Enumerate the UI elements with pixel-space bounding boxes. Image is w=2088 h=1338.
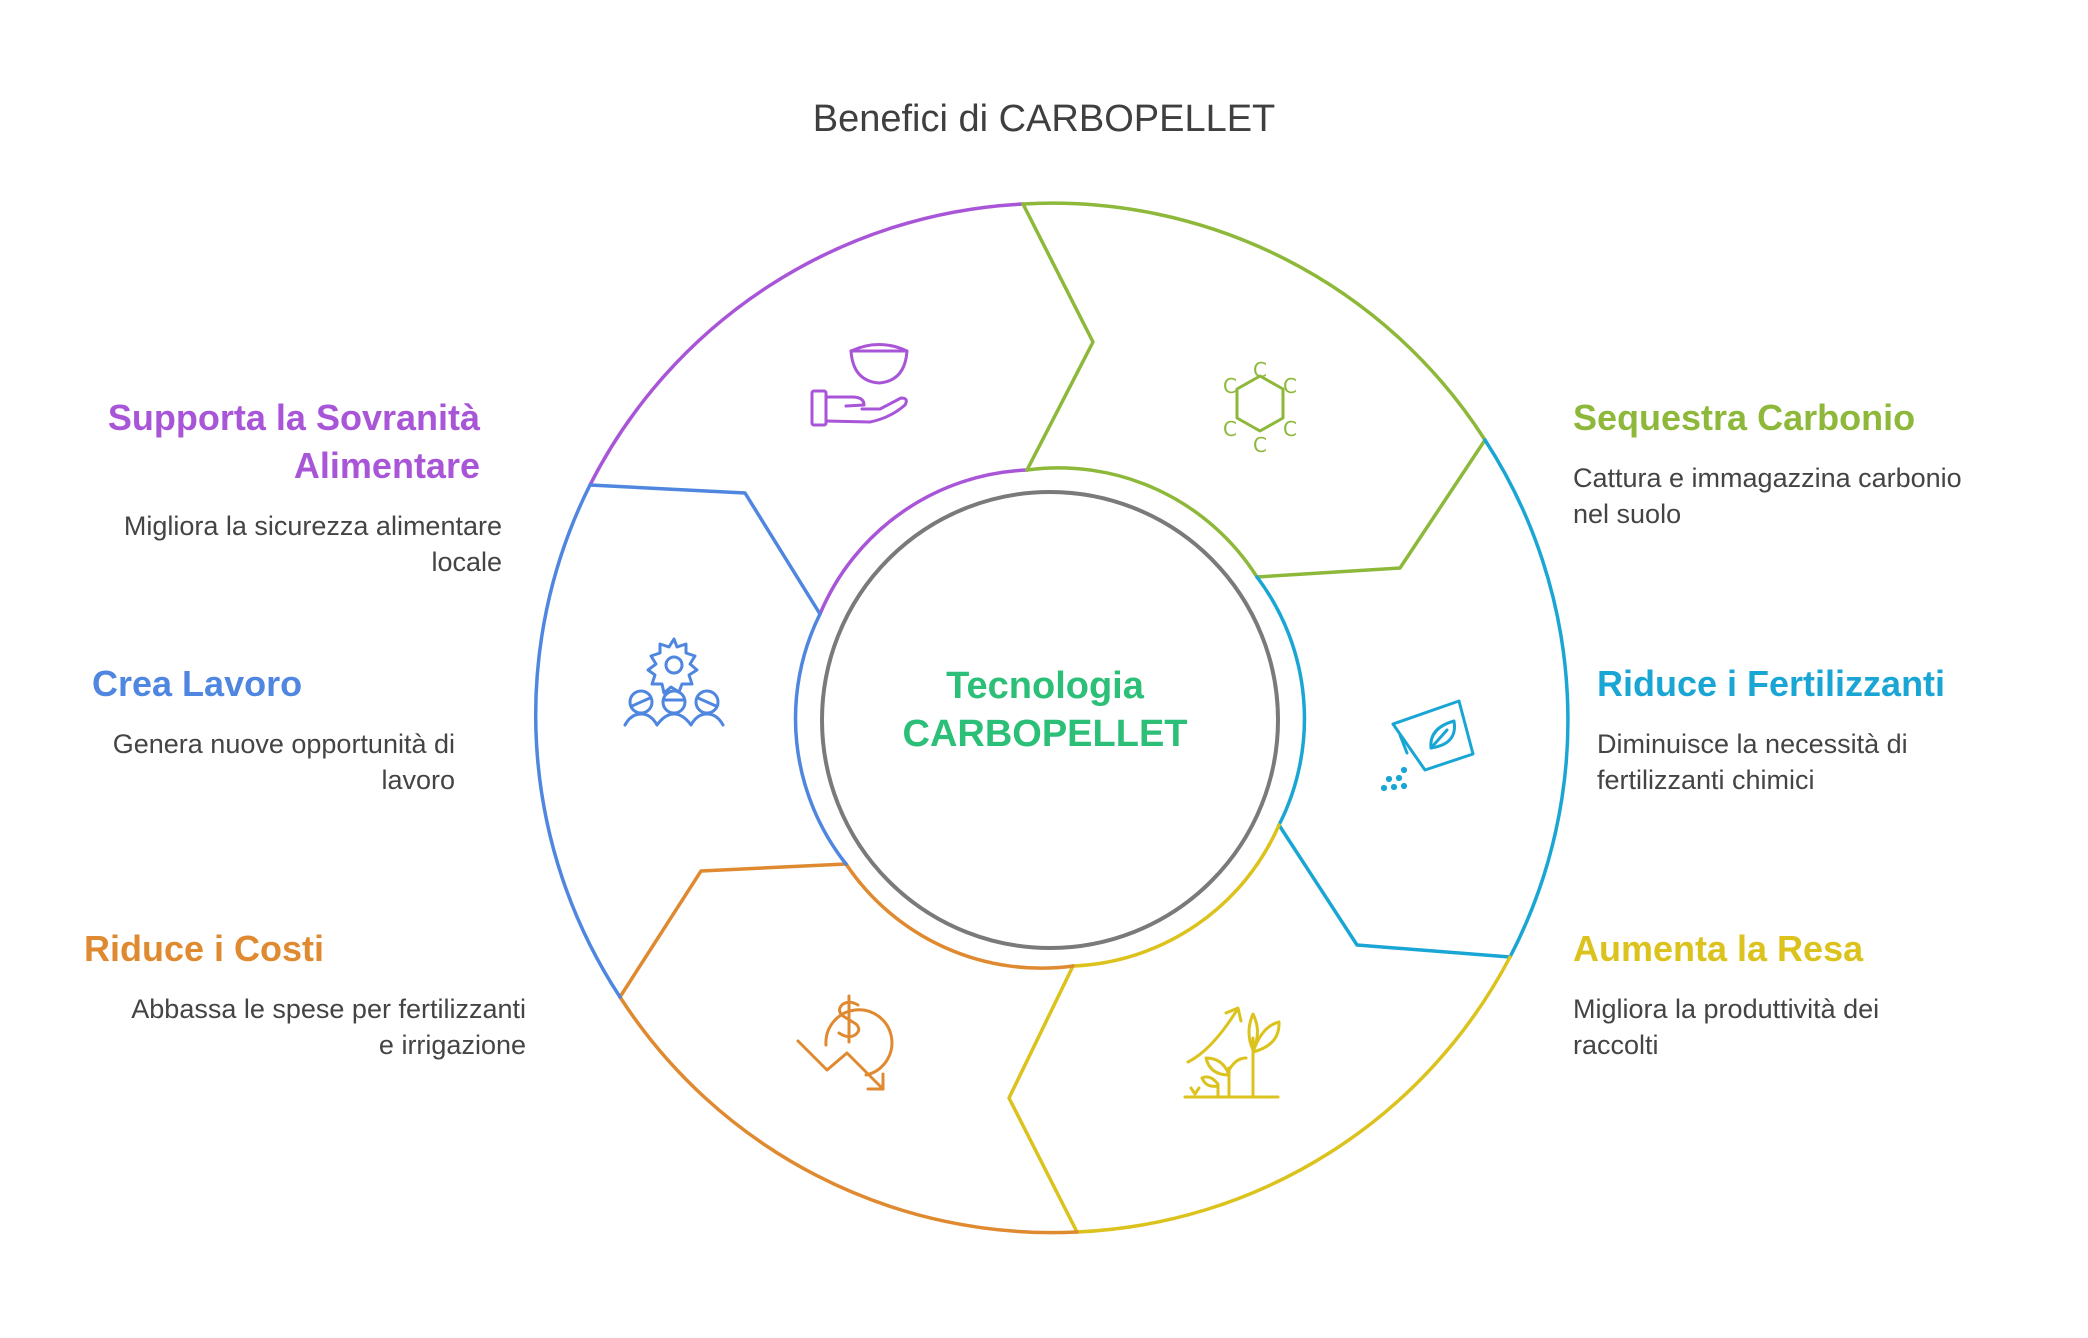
label-fertilizzanti-title: Riduce i Fertilizzanti	[1597, 663, 1946, 704]
segment-sovranita	[588, 202, 1029, 616]
label-carbonio-desc: Cattura e immagazzina carbonio nel suolo	[1573, 463, 1962, 529]
center-label: Tecnologia CARBOPELLET	[830, 662, 1260, 758]
svg-text:C: C	[1253, 433, 1267, 457]
segment-costi	[618, 862, 1079, 1235]
hand-holding-bowl-icon	[810, 343, 909, 427]
svg-text:C: C	[1223, 374, 1237, 398]
label-fertilizzanti-desc: Diminuisce la necessità di fertilizzanti…	[1597, 729, 1908, 795]
label-carbonio: Sequestra Carbonio Cattura e immagazzina…	[1573, 394, 2053, 532]
label-resa: Aumenta la Resa Migliora la produttività…	[1573, 925, 2043, 1063]
svg-text:C: C	[1253, 358, 1267, 382]
center-line1: Tecnologia	[946, 665, 1144, 707]
segment-carbonio	[1021, 201, 1487, 579]
segment-resa	[1007, 823, 1512, 1234]
label-fertilizzanti: Riduce i Fertilizzanti Diminuisce la nec…	[1597, 660, 2067, 798]
carbon-ring-icon: C C C C C C	[1223, 358, 1297, 457]
center-line2: CARBOPELLET	[902, 713, 1188, 755]
label-resa-title: Aumenta la Resa	[1573, 928, 1864, 969]
growing-plants-icon	[1183, 1006, 1281, 1099]
label-resa-desc: Migliora la produttività dei raccolti	[1573, 994, 1880, 1060]
segment-lavoro	[533, 483, 848, 999]
label-costi-desc: Abbassa le spese per fertilizzanti e irr…	[131, 994, 526, 1060]
fertilizer-bag-icon	[1380, 699, 1475, 792]
label-costi-title: Riduce i Costi	[84, 928, 325, 969]
segment-fertilizzanti	[1255, 438, 1570, 959]
svg-text:C: C	[1283, 374, 1297, 398]
svg-text:C: C	[1223, 417, 1237, 441]
diagram-title: Benefici di CARBOPELLET	[812, 98, 1276, 140]
label-sovranita: Supporta la Sovranità Alimentare Miglior…	[60, 394, 502, 580]
label-sovranita-title: Supporta la Sovranità Alimentare	[107, 397, 480, 486]
label-sovranita-desc: Migliora la sicurezza alimentare locale	[123, 511, 502, 577]
hub-ring	[820, 490, 1280, 950]
cost-decrease-icon	[796, 994, 894, 1091]
label-lavoro-desc: Genera nuove opportunità di lavoro	[112, 729, 455, 795]
svg-text:C: C	[1283, 417, 1297, 441]
label-costi: Riduce i Costi Abbassa le spese per fert…	[60, 925, 526, 1063]
label-carbonio-title: Sequestra Carbonio	[1573, 397, 1916, 438]
label-lavoro-title: Crea Lavoro	[92, 663, 303, 704]
label-lavoro: Crea Lavoro Genera nuove opportunità di …	[60, 660, 455, 798]
team-gear-icon	[623, 637, 725, 727]
